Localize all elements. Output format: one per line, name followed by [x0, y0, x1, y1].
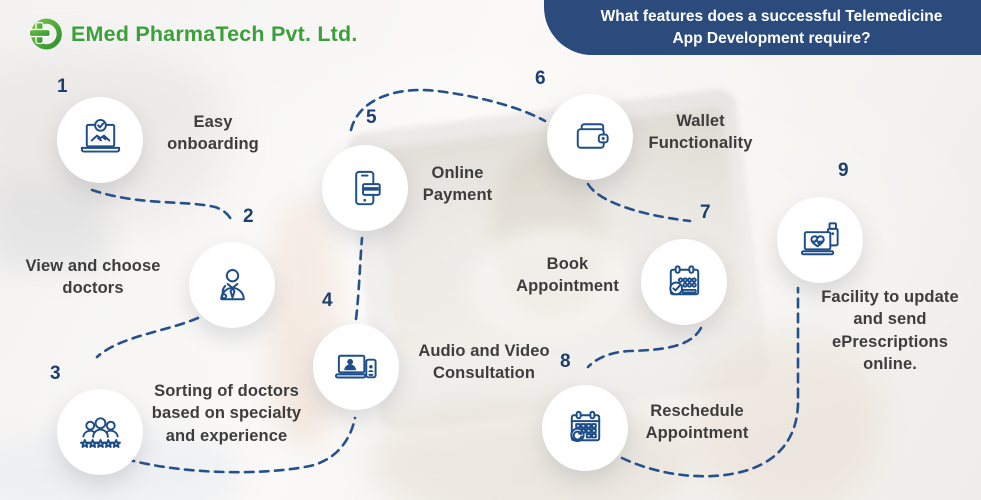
calendar-check-icon — [668, 264, 699, 295]
connector-4-5 — [354, 236, 364, 321]
feature-label: Wallet Functionality — [648, 112, 753, 153]
feature-label: Reschedule Appointment — [645, 402, 749, 443]
feature-number: 6 — [535, 68, 546, 89]
feature-label: Online Payment — [422, 164, 493, 205]
feature-circle-online-payment — [322, 145, 408, 231]
feature-number: 9 — [838, 160, 849, 181]
mobile-card-payment-icon — [354, 170, 381, 205]
feature-circle-easy-onboarding — [57, 97, 143, 183]
connector-3-4 — [124, 416, 357, 474]
feature-number: 7 — [700, 202, 711, 223]
laptop-handshake-icon — [80, 118, 120, 153]
connector-6-7 — [586, 182, 692, 223]
feature-circle-book-appointment — [641, 239, 727, 325]
feature-circle-reschedule-appointment — [542, 385, 628, 471]
wallet-icon — [576, 122, 609, 149]
feature-number: 5 — [366, 107, 377, 128]
feature-number: 1 — [57, 76, 68, 97]
feature-circle-view-doctors — [189, 242, 275, 328]
calendar-refresh-icon — [569, 410, 600, 442]
brand-name: EMed PharmaTech Pvt. Ltd. — [71, 21, 358, 46]
banner-title-line2: App Development require? — [672, 29, 871, 47]
feature-number: 3 — [50, 363, 61, 384]
laptop-heart-medicine-icon — [800, 221, 839, 255]
green-cross-circle-icon — [28, 18, 62, 50]
laptop-video-call-icon — [334, 354, 377, 378]
feature-circle-audio-video — [313, 324, 399, 410]
feature-circle-wallet — [547, 94, 633, 180]
feature-number: 4 — [322, 290, 333, 311]
connector-7-8 — [586, 326, 703, 369]
brand-logo: EMed PharmaTech Pvt. Ltd. — [26, 15, 358, 53]
doctors-rating-stars-icon — [79, 416, 121, 448]
feature-circle-eprescriptions — [777, 197, 863, 283]
feature-label: Easy onboarding — [167, 113, 259, 154]
connector-5-6 — [349, 88, 547, 132]
feature-circle-sorting-doctors — [57, 389, 143, 475]
feature-label: Audio and Video Consultation — [418, 342, 550, 383]
doctor-icon — [219, 268, 245, 300]
connector-8-9 — [620, 286, 800, 478]
connector-1-2 — [90, 188, 234, 223]
banner-title-line1: What features does a successful Telemedi… — [600, 7, 943, 25]
question-banner: What features does a successful Telemedi… — [544, 0, 981, 55]
feature-label: Book Appointment — [516, 255, 619, 296]
feature-number: 8 — [560, 351, 571, 372]
feature-label: View and choose doctors — [25, 257, 161, 298]
feature-label: Facility to update and send ePrescriptio… — [821, 288, 959, 374]
feature-number: 2 — [243, 206, 254, 227]
feature-label: Sorting of doctors based on specialty an… — [151, 382, 302, 445]
connector-2-3 — [95, 316, 200, 359]
